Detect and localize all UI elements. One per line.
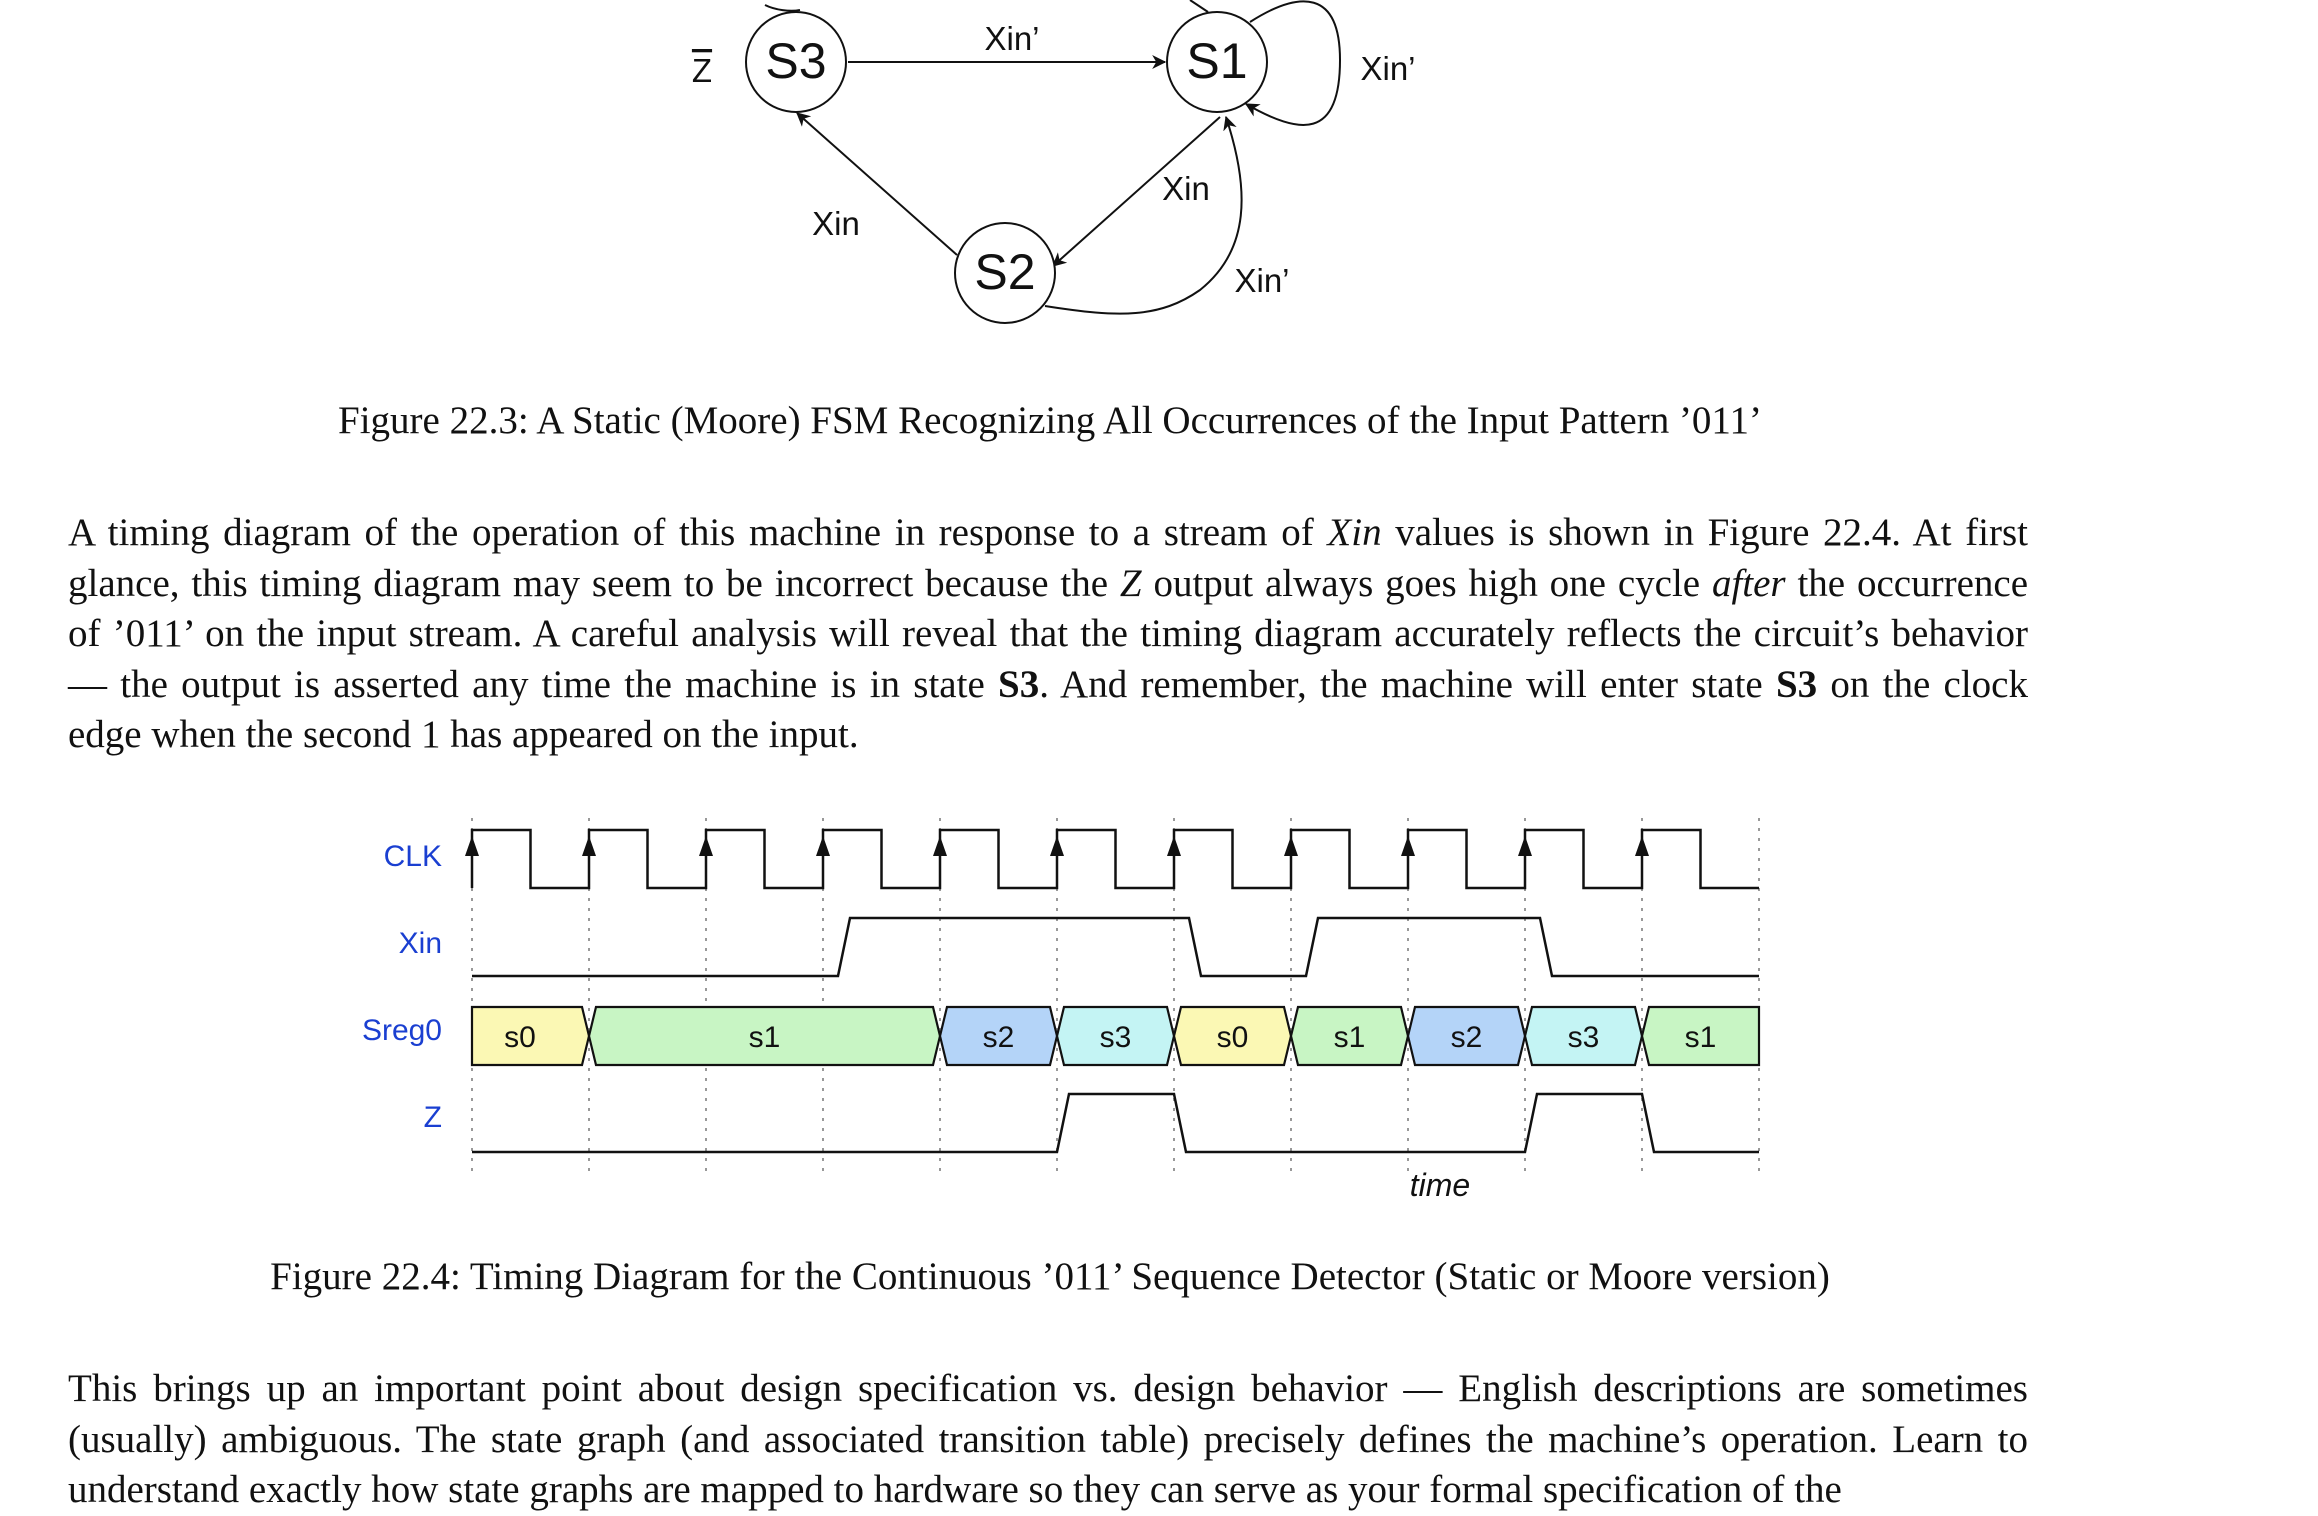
signal-labels: CLK Xin Sreg0 Z	[362, 840, 442, 1134]
para1-text-4: the occurrence of ’011’ on the input str…	[68, 561, 2028, 706]
state-s2: S2	[954, 222, 1056, 324]
timing-diagram: CLK Xin Sreg0 Z s0 s1 s2 s3 s0 s1 s2 s3 s1 time	[362, 818, 1761, 1203]
z-trace	[472, 1092, 1759, 1154]
state-s1: S1	[1166, 11, 1268, 113]
edge-into-s1-stub	[1189, 0, 1209, 13]
paragraph-timing-explanation: A timing diagram of the operation of thi…	[68, 508, 2028, 761]
signal-label-sreg0: Sreg0	[362, 1014, 442, 1047]
sreg0-state-label: s0	[504, 1021, 536, 1054]
s3-output-label: Z	[692, 52, 712, 89]
para1-xin: Xin	[1327, 511, 1382, 554]
para1-text-6: on the clock edge when the second 1 has …	[68, 662, 2028, 757]
clk-rising-edge-arrow	[1050, 836, 1064, 856]
clk-rising-edge-arrow	[1401, 836, 1415, 856]
edge-label-s3-s1: Xin’	[984, 20, 1039, 57]
fsm-state-diagram: S3 S1 S2 Z Xin’ Xin’ Xin Xin Xin’	[692, 0, 1416, 324]
para1-text-2: values is shown in Figure 22.4. At first…	[68, 511, 2028, 605]
sreg0-segment-s1	[1640, 1005, 1761, 1067]
para1-text-1: A timing diagram of the operation of thi…	[68, 511, 1328, 554]
para1-z: Z	[1119, 561, 1142, 605]
sreg0-state-label: s0	[1217, 1021, 1249, 1054]
edge-s2-to-s1	[1044, 115, 1243, 315]
clk-rising-edge-arrow	[699, 836, 713, 856]
signal-label-clk: CLK	[384, 840, 442, 873]
edge-into-s3-stub	[764, 4, 801, 12]
clk-rising-edge-arrow	[1167, 836, 1181, 856]
sreg0-state-label: s1	[1685, 1021, 1717, 1054]
signal-label-xin: Xin	[399, 927, 442, 960]
edge-label-s2-s1: Xin’	[1234, 262, 1289, 299]
sreg0-state-label: s3	[1568, 1021, 1600, 1054]
para2-text: This brings up an important point about …	[68, 1367, 2028, 1511]
para1-after: after	[1711, 561, 1786, 605]
sreg0-segment-s0	[470, 1005, 591, 1067]
clk-rising-edge-arrow	[1635, 836, 1649, 856]
sreg0-state-label: s3	[1100, 1021, 1132, 1054]
signal-label-z: Z	[424, 1101, 442, 1134]
sreg0-state-label: s1	[1334, 1021, 1366, 1054]
clk-rising-edge-arrow	[465, 836, 479, 856]
clk-rising-edge-arrow	[933, 836, 947, 856]
edge-s1-self-loop	[1244, 0, 1342, 126]
xin-waveform	[472, 916, 1759, 978]
sreg0-state-label: s2	[983, 1021, 1015, 1054]
para1-s3-a: S3	[998, 662, 1040, 706]
clk-rising-edge-arrow	[1518, 836, 1532, 856]
z-waveform	[472, 1092, 1759, 1154]
clk-rising-edge-arrow	[582, 836, 596, 856]
clk-rising-edge-arrow	[1284, 836, 1298, 856]
edge-s1-to-s2	[1052, 116, 1221, 267]
para1-text-3: output always goes high one cycle	[1141, 561, 1712, 605]
time-axis-label: time	[1410, 1167, 1470, 1203]
state-s3: S3	[745, 11, 847, 113]
paragraph-design-specification: This brings up an important point about …	[68, 1364, 2028, 1516]
state-s2-label: S2	[974, 244, 1035, 300]
sreg0-state-label: s1	[749, 1021, 781, 1054]
sreg0-state-label: s2	[1451, 1021, 1483, 1054]
clk-trace	[470, 828, 1759, 890]
clk-waveform	[465, 828, 1759, 890]
xin-trace	[472, 916, 1759, 978]
para1-text-5: . And remember, the machine will enter s…	[1039, 662, 1776, 706]
para1-s3-b: S3	[1775, 662, 1818, 706]
figure-22-4-caption: Figure 22.4: Timing Diagram for the Cont…	[270, 1255, 1830, 1298]
edge-label-s1-s2: Xin	[1162, 170, 1210, 207]
state-s3-label: S3	[765, 33, 826, 89]
edge-label-s1-self: Xin’	[1360, 50, 1415, 87]
state-s1-label: S1	[1186, 33, 1247, 89]
edge-label-s2-s3: Xin	[812, 205, 860, 242]
figure-22-3-caption: Figure 22.3: A Static (Moore) FSM Recogn…	[338, 399, 1762, 442]
edge-s2-to-s3	[796, 112, 958, 256]
sreg0-waveform: s0 s1 s2 s3 s0 s1 s2 s3 s1	[470, 1005, 1761, 1067]
clk-rising-edge-arrow	[816, 836, 830, 856]
